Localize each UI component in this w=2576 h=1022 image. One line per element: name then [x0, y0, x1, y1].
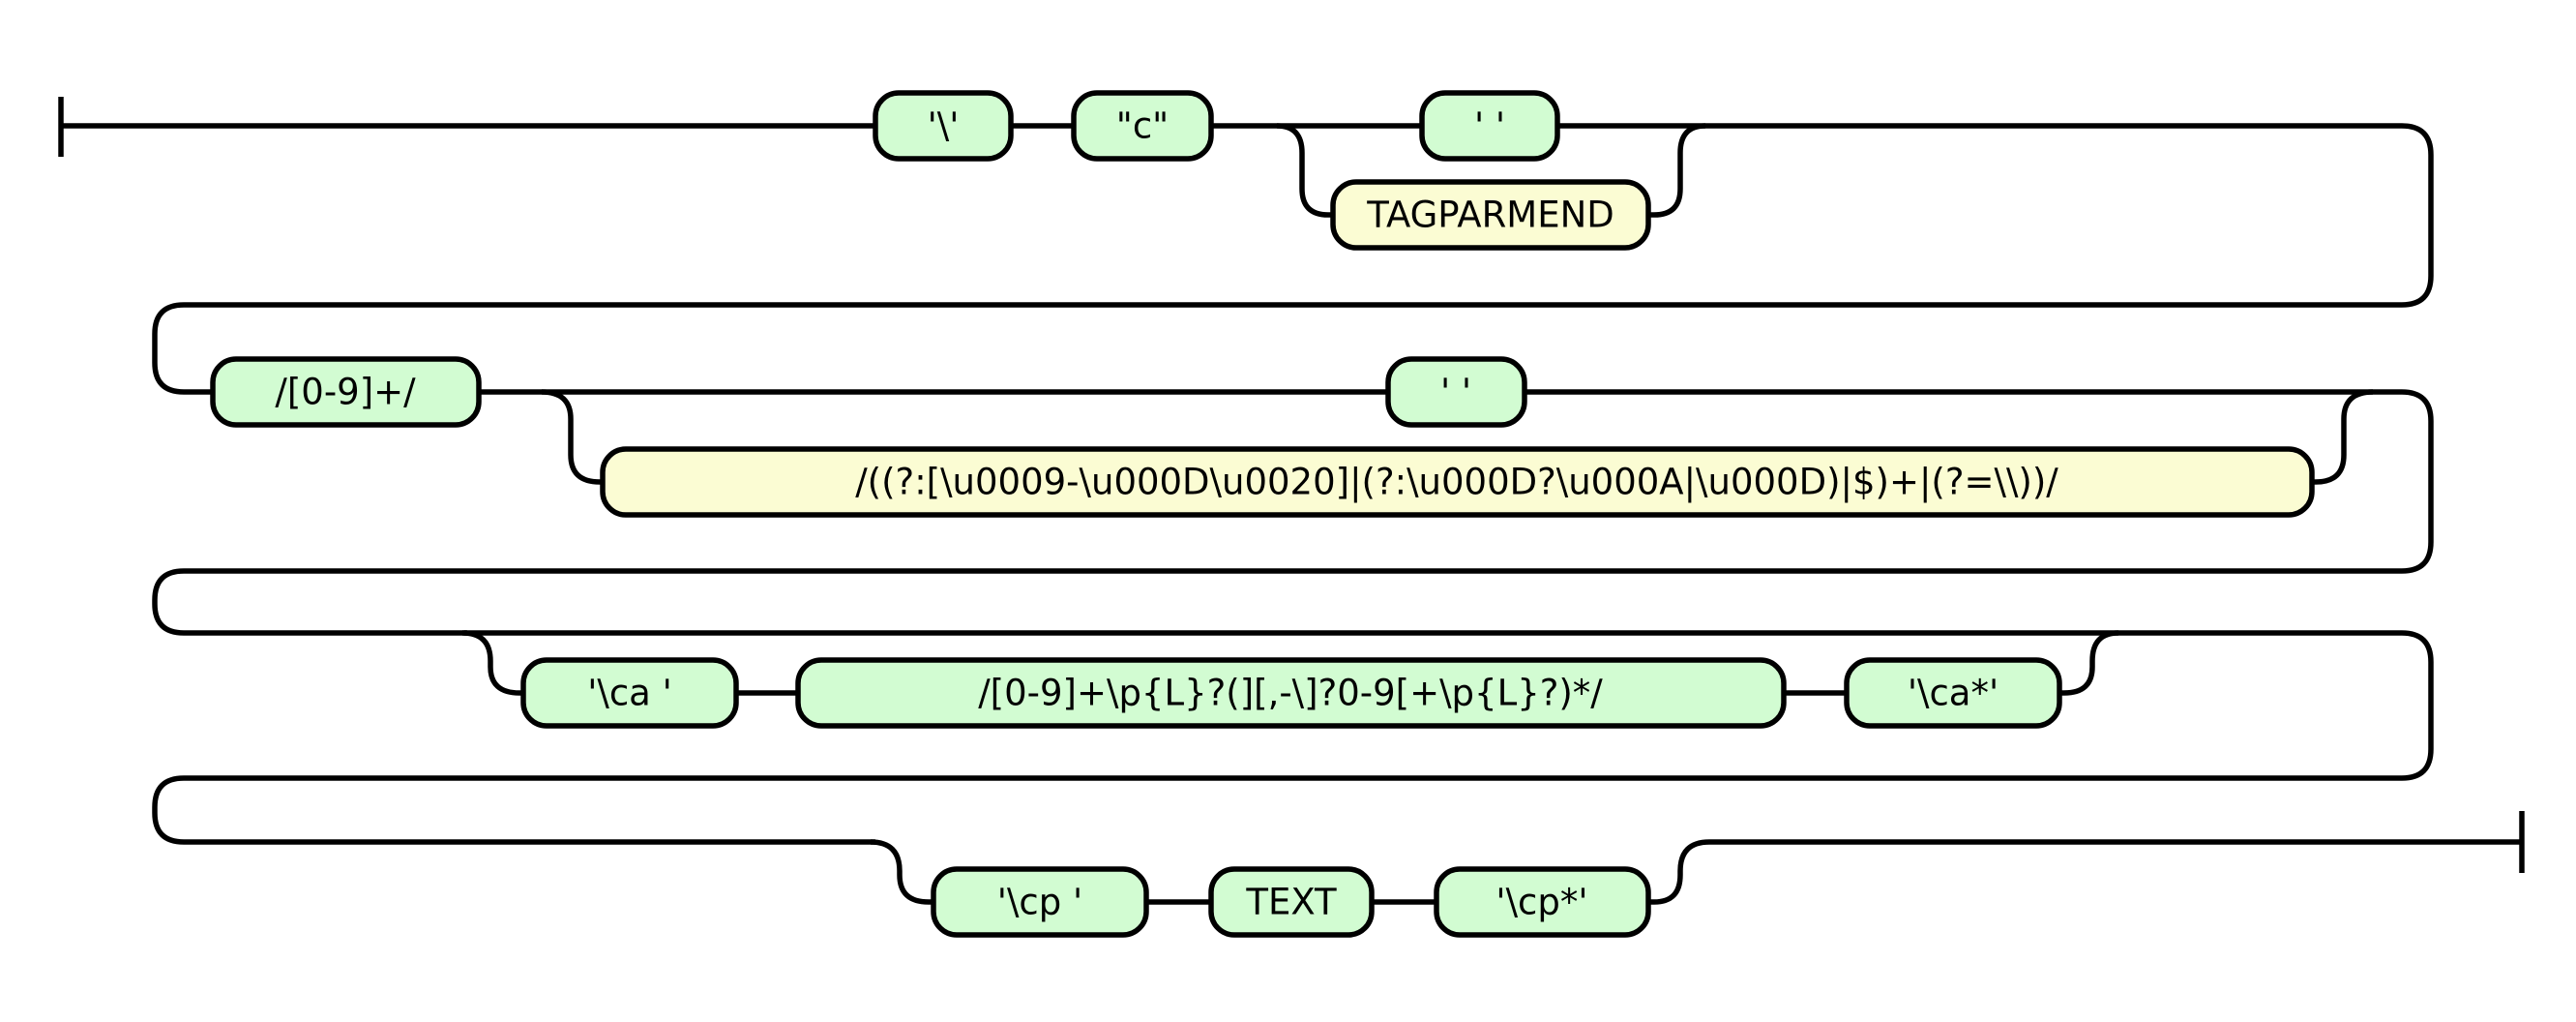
- terminal-c: "c": [1071, 90, 1214, 162]
- terminal-ca-open: '\ca ': [520, 657, 739, 729]
- terminal-label: /[0-9]+\p{L}?(][,-\]?0-9[+\p{L}?)*/: [978, 673, 1603, 714]
- terminal-digits: /[0-9]+/: [210, 356, 482, 428]
- nonterminal-label: /((?:[\u0009-\u000D\u0020]|(?:\u000D?\u0…: [855, 462, 2058, 503]
- nonterminal-label: TAGPARMEND: [1366, 195, 1614, 236]
- track: [870, 839, 933, 905]
- terminal-label: '\cp ': [997, 882, 1082, 923]
- track: [461, 630, 523, 696]
- choice-branch: [1276, 123, 1333, 218]
- terminal-ca-regex: /[0-9]+\p{L}?(][,-\]?0-9[+\p{L}?)*/: [795, 657, 1787, 729]
- track: [152, 123, 2434, 395]
- terminal-label: "c": [1116, 105, 1169, 147]
- row-4-tracks: [870, 811, 2525, 905]
- terminal-label: TEXT: [1245, 882, 1337, 923]
- row-3-tracks: [152, 630, 2434, 845]
- terminal-text: TEXT: [1208, 866, 1375, 938]
- terminal-label: '\': [928, 105, 960, 147]
- terminal-space-2: ' ': [1385, 356, 1527, 428]
- terminal-label: '\ca*': [1908, 673, 1999, 714]
- row-2-tracks: [152, 389, 2434, 636]
- terminal-label: ' ': [1474, 105, 1505, 147]
- terminal-cp-close: '\cp*': [1434, 866, 1651, 938]
- terminal-label: '\ca ': [587, 673, 672, 714]
- terminal-label: '\cp*': [1495, 882, 1587, 923]
- choice-branch: [1648, 123, 1706, 218]
- track: [152, 389, 2434, 636]
- nonterminal-whitespace-regex: /((?:[\u0009-\u000D\u0020]|(?:\u000D?\u0…: [600, 446, 2315, 518]
- track: [152, 630, 2434, 845]
- choice-branch: [2312, 389, 2374, 485]
- row-1-tracks: [58, 97, 2434, 395]
- choice-branch: [541, 389, 603, 485]
- terminal-ca-close: '\ca*': [1844, 657, 2062, 729]
- terminal-label: /[0-9]+/: [275, 372, 416, 413]
- nonterminal-tagparmend: TAGPARMEND: [1330, 179, 1651, 251]
- track: [2059, 630, 2119, 696]
- track: [1648, 839, 2522, 905]
- terminal-backslash: '\': [873, 90, 1014, 162]
- terminal-cp-open: '\cp ': [931, 866, 1149, 938]
- terminal-space: ' ': [1419, 90, 1560, 162]
- terminal-label: ' ': [1440, 372, 1471, 413]
